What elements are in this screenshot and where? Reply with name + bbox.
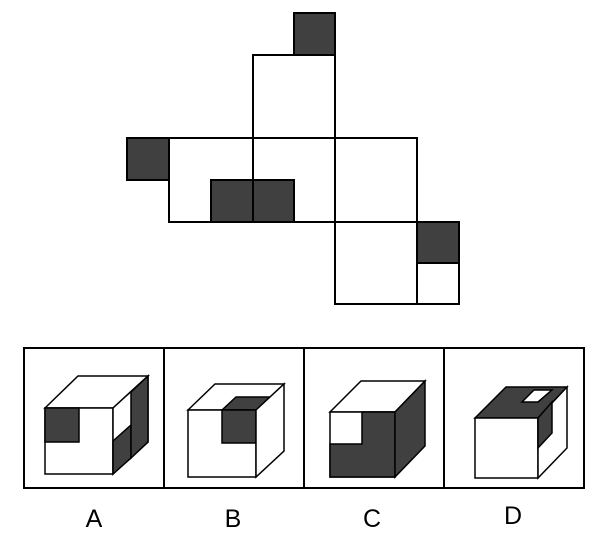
cube-b-right-face	[255, 382, 285, 479]
net-face-left-shaded-corner	[126, 137, 170, 181]
option-a-cube[interactable]	[43, 374, 150, 476]
net-face-top	[252, 54, 336, 139]
options-panel	[23, 347, 585, 489]
cube-d-top-notch	[520, 389, 555, 403]
cube-a-front-shade	[44, 407, 80, 443]
net-face-left-shaded-bottom	[210, 179, 254, 223]
cube-net	[126, 12, 460, 305]
net-face-top-shaded-corner	[293, 12, 336, 56]
net-face-bottom	[334, 221, 418, 305]
cube-c-right-face	[394, 379, 426, 479]
option-c-cube[interactable]	[328, 379, 427, 479]
net-face-center-shaded-bottom	[252, 179, 295, 223]
net-face-bottom-side-upper-shaded	[416, 221, 460, 264]
cube-d-right-shade	[537, 400, 553, 450]
net-face-right	[334, 137, 418, 223]
option-d-cube[interactable]	[473, 385, 569, 480]
option-c-label: C	[363, 505, 381, 533]
option-d-label: D	[504, 502, 522, 530]
cube-d-front-face	[474, 417, 539, 479]
option-b-label: B	[225, 505, 242, 533]
option-a-label: A	[86, 505, 103, 533]
cube-b-front-shade	[221, 409, 257, 444]
net-face-bottom-side-lower	[416, 262, 460, 305]
cube-a-right-shade-upper	[130, 374, 149, 460]
option-b-cube[interactable]	[186, 382, 286, 479]
